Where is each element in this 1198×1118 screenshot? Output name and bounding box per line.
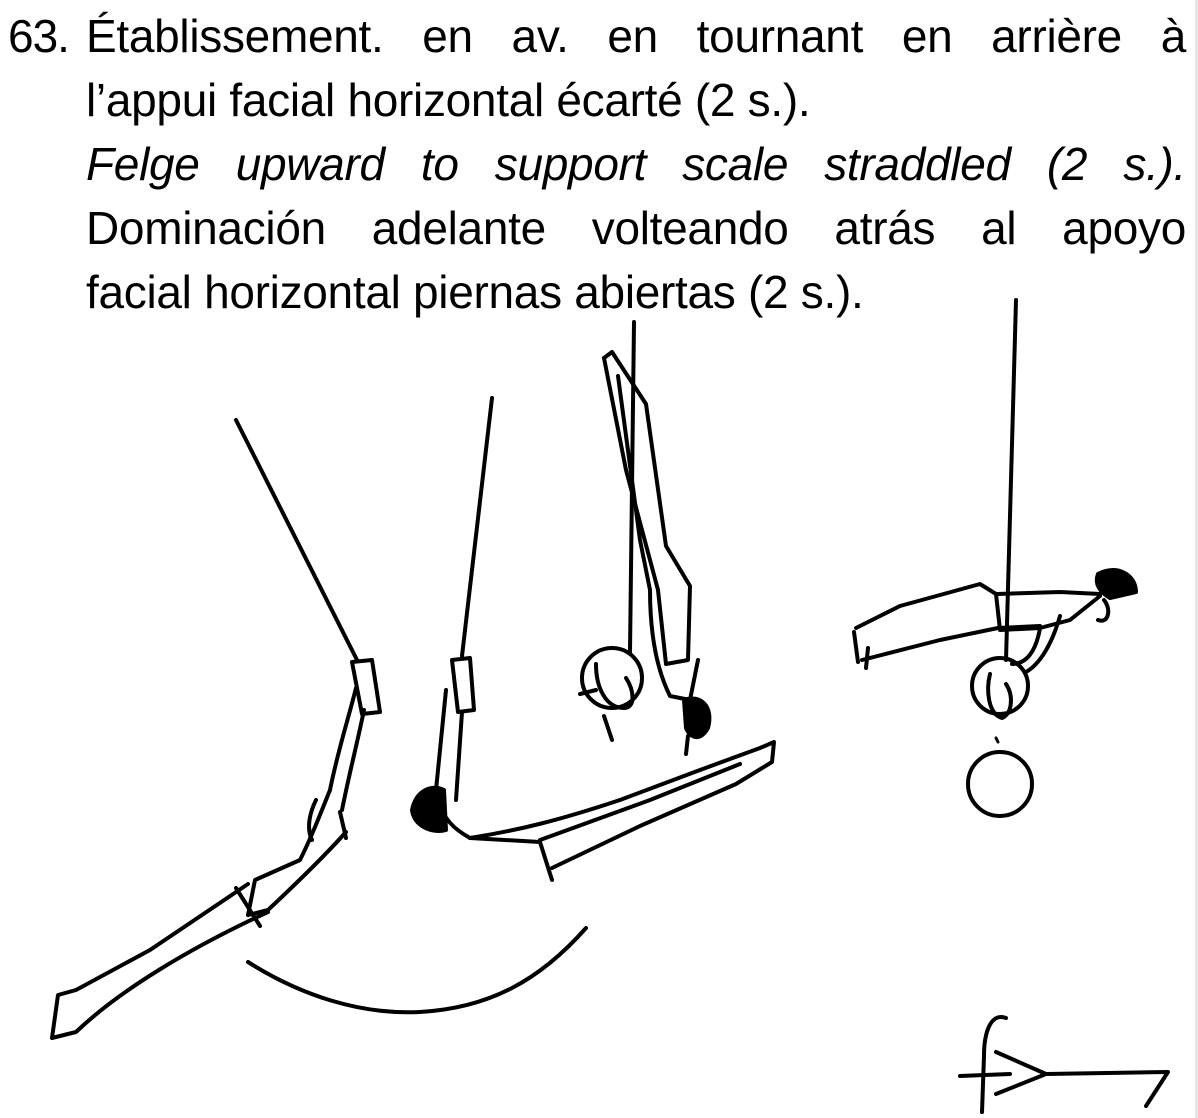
neck-3 bbox=[686, 736, 688, 754]
ring-2 bbox=[452, 658, 474, 712]
legs-2-upper bbox=[540, 764, 740, 840]
ring-4 bbox=[972, 658, 1028, 714]
ring-strap-4 bbox=[1006, 300, 1016, 660]
torso-4 bbox=[996, 594, 1100, 630]
ring-strap-2 bbox=[462, 398, 492, 656]
symbol-stroke-top bbox=[982, 1017, 1006, 1112]
ring-3-inner bbox=[596, 664, 633, 708]
gymnast-figure-4 bbox=[854, 300, 1136, 816]
legs-2 bbox=[470, 742, 774, 868]
ring-strap-1 bbox=[236, 420, 357, 660]
ring-4-bottom bbox=[968, 752, 1032, 816]
legs-1 bbox=[52, 884, 268, 1038]
symbol-arrow bbox=[996, 1052, 1168, 1106]
face-4 bbox=[1098, 600, 1108, 621]
gymnast-figure-1 bbox=[52, 420, 380, 1038]
hand-4 bbox=[988, 674, 1011, 718]
symbol-stroke-mid bbox=[960, 1074, 1010, 1076]
legs-3 bbox=[604, 352, 690, 664]
gymnast-figure-2 bbox=[412, 398, 774, 880]
dash-4 bbox=[996, 738, 998, 742]
head-4 bbox=[1097, 570, 1136, 598]
head-3 bbox=[684, 698, 709, 737]
gymnast-figure-3 bbox=[580, 322, 709, 754]
swing-arc bbox=[248, 928, 586, 1012]
torso-2 bbox=[436, 800, 552, 880]
torso-1 bbox=[248, 790, 346, 915]
difficulty-symbol bbox=[960, 1017, 1168, 1112]
legs-4-back bbox=[854, 632, 868, 668]
